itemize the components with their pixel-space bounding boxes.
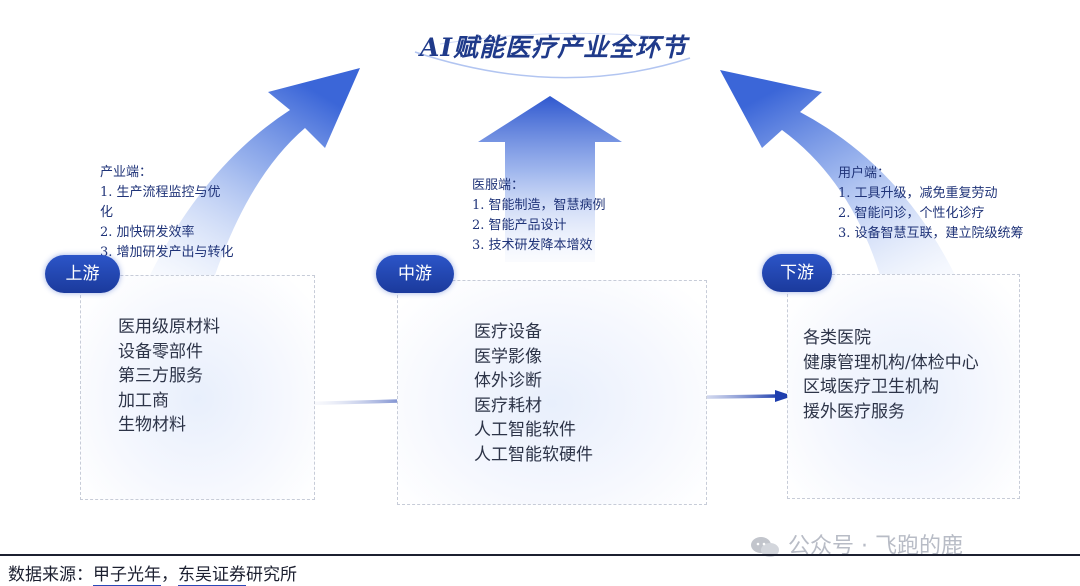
list-item: 各类医院 — [803, 328, 871, 348]
list-item: 体外诊断 — [474, 371, 542, 391]
midstream-note-line: 2. 智能产品设计 — [472, 218, 567, 233]
list-item: 医学影像 — [474, 346, 542, 367]
list-item: 医疗耗材 — [474, 395, 542, 416]
list-item: 健康管理机构/体检中心 — [803, 352, 979, 373]
midstream-arrow — [478, 96, 622, 262]
source-prefix: 数据来源： — [8, 565, 93, 585]
source-org-link: 甲子光年 — [93, 565, 161, 586]
upstream-note-line: 3. 增加研发产出与转化 — [100, 245, 234, 260]
upstream-items: 医用级原材料 设备零部件 第三方服务 加工商 生物材料 — [118, 315, 220, 438]
downstream-items: 各类医院 健康管理机构/体检中心 区域医疗卫生机构 援外医疗服务 — [803, 326, 979, 424]
page-title: AI赋能医疗产业全环节 — [420, 33, 688, 62]
upstream-note-line: 1. 生产流程监控与优 — [100, 185, 221, 200]
flow-arrow-2-head — [775, 390, 793, 402]
source-org-link: 东吴证券 — [178, 565, 246, 586]
list-item: 第三方服务 — [118, 366, 203, 386]
downstream-notes: 用户端： 1. 工具升级，减免重复劳动 2. 智能问诊，个性化诊疗 3. 设备智… — [838, 164, 1024, 244]
upstream-box — [80, 275, 315, 500]
downstream-stage-badge: 下游 — [762, 254, 832, 292]
downstream-note-heading: 用户端： — [838, 166, 891, 181]
upstream-note-line: 2. 加快研发效率 — [100, 225, 195, 240]
list-item: 援外医疗服务 — [803, 401, 905, 422]
downstream-note-line: 2. 智能问诊，个性化诊疗 — [838, 206, 985, 221]
source-divider — [0, 554, 1080, 556]
downstream-arrow — [720, 70, 955, 275]
upstream-note-line: 化 — [100, 205, 114, 220]
source-comma: ， — [161, 565, 178, 585]
list-item: 人工智能软件 — [474, 420, 576, 440]
midstream-box — [397, 280, 707, 505]
list-item: 医疗设备 — [474, 322, 542, 342]
midstream-notes: 医服端： 1. 智能制造，智慧病例 2. 智能产品设计 3. 技术研发降本增效 — [472, 176, 606, 256]
list-item: 区域医疗卫生机构 — [803, 377, 939, 397]
list-item: 医用级原材料 — [118, 317, 220, 337]
midstream-note-line: 1. 智能制造，智慧病例 — [472, 198, 606, 213]
list-item: 生物材料 — [118, 415, 186, 435]
list-item: 设备零部件 — [118, 341, 203, 362]
title-swoosh-2 — [439, 32, 691, 45]
title-swoosh — [414, 51, 691, 79]
source-suffix: 研究所 — [246, 565, 297, 585]
midstream-note-heading: 医服端： — [472, 178, 525, 193]
midstream-stage-badge: 中游 — [376, 255, 454, 293]
upstream-stage-badge: 上游 — [45, 255, 120, 293]
list-item: 人工智能软硬件 — [474, 444, 593, 465]
downstream-note-line: 3. 设备智慧互联，建立院级统筹 — [838, 226, 1024, 241]
list-item: 加工商 — [118, 390, 169, 411]
source-line: 数据来源：甲子光年，东吴证券研究所 — [8, 560, 297, 586]
downstream-box — [787, 274, 1020, 499]
wechat-icon — [751, 537, 779, 557]
upstream-note-heading: 产业端： — [100, 165, 153, 180]
midstream-note-line: 3. 技术研发降本增效 — [472, 238, 593, 253]
upstream-notes: 产业端： 1. 生产流程监控与优 化 2. 加快研发效率 3. 增加研发产出与转… — [100, 163, 234, 263]
midstream-items: 医疗设备 医学影像 体外诊断 医疗耗材 人工智能软件 人工智能软硬件 — [474, 320, 593, 467]
upstream-arrow — [150, 68, 360, 275]
downstream-note-line: 1. 工具升级，减免重复劳动 — [838, 186, 998, 201]
